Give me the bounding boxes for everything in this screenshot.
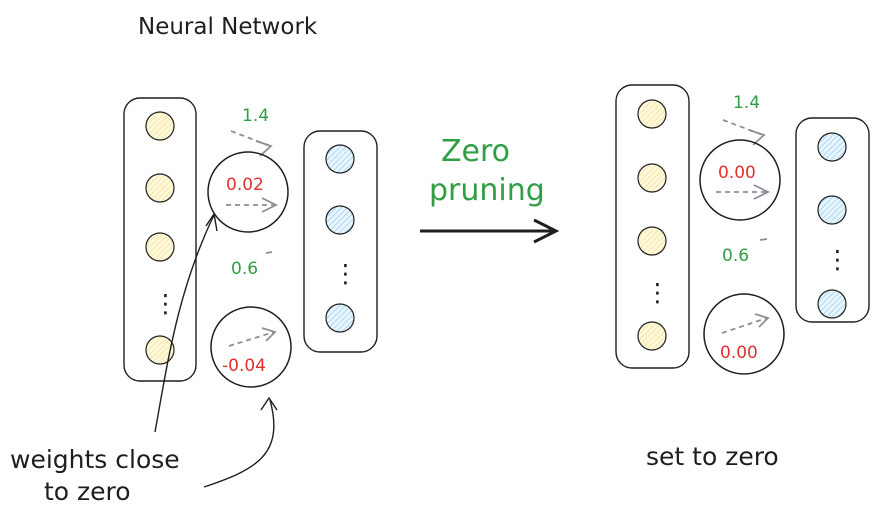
left-input-layer [123,97,197,382]
left-small-weight-1: 0.02 [226,175,264,195]
right-weight-1-arrow [722,119,764,136]
left-output-node-3 [325,303,355,333]
left-small-weight-1-arrowhead [261,197,279,213]
right-weight-2: 0.6 [722,246,749,266]
right-input-node-2 [637,163,667,193]
left-output-node-2 [325,205,355,235]
annotation-text-line-2: to zero [44,477,131,506]
right-annotation-text: set to zero [646,442,779,471]
left-weight-2: 0.6 [231,259,258,279]
annotation-arrow-upper-head [205,212,218,232]
transform-label-line-2: pruning [429,173,545,208]
diagram-title: Neural Network [138,14,318,40]
annotation-arrow-lower [203,399,275,488]
right-zeroed-circle-1 [699,139,781,221]
annotation-text-line-1: weights close [10,445,180,474]
left-input-node-3 [145,232,175,262]
right-zeroed-circle-2 [703,293,785,375]
right-output-layer [795,117,870,323]
left-small-weight-2-arrowhead [261,327,277,342]
right-zeroed-weight-1: 0.00 [718,163,756,183]
left-weight-1-arrow [230,130,271,147]
right-weight-1: 1.4 [733,93,760,113]
right-weight-2-arrow [759,238,768,241]
transform: Zero pruning [420,134,560,244]
transform-arrowhead [533,218,560,244]
right-input-node-4 [637,321,667,351]
left-input-node-2 [145,173,175,203]
left-small-weight-2: -0.04 [222,356,266,376]
right-network: ⋮ ⋮ 1.4 0.00 0.6 0.00 set to zero [615,84,870,471]
left-small-weight-circle-2 [210,306,292,388]
right-output-ellipsis: ⋮ [825,245,850,274]
right-input-layer [615,84,690,369]
annotation-arrow-lower-head [260,396,278,411]
left-weight-1-arrowhead [255,140,273,157]
left-output-layer [303,130,378,353]
left-weight-1: 1.4 [242,106,269,126]
left-output-node-1 [325,144,355,174]
left-small-weight-circle-1 [207,151,289,233]
left-input-ellipsis: ⋮ [153,289,178,318]
left-input-node-4 [145,335,175,365]
right-zeroed-2-arrow [721,317,768,334]
right-input-ellipsis: ⋮ [645,278,670,307]
left-small-weight-2-arrow [228,331,275,347]
left-input-node-1 [145,111,175,141]
left-output-ellipsis: ⋮ [333,259,358,288]
right-output-node-3 [817,289,847,319]
right-input-node-1 [637,99,667,129]
right-zeroed-weight-2: 0.00 [720,343,758,363]
right-zeroed-1-arrowhead [753,184,771,200]
left-network: ⋮ ⋮ 1.4 0.02 0.6 -0.04 weights close to … [10,97,378,506]
transform-label-line-1: Zero [441,134,510,169]
right-output-node-1 [817,132,847,162]
left-weight-2-arrow [265,251,273,254]
annotation-arrow-upper [154,214,215,433]
right-weight-1-arrowhead [748,129,766,146]
right-input-node-3 [637,226,667,256]
right-zeroed-2-arrowhead [754,313,770,328]
right-output-node-2 [817,195,847,225]
